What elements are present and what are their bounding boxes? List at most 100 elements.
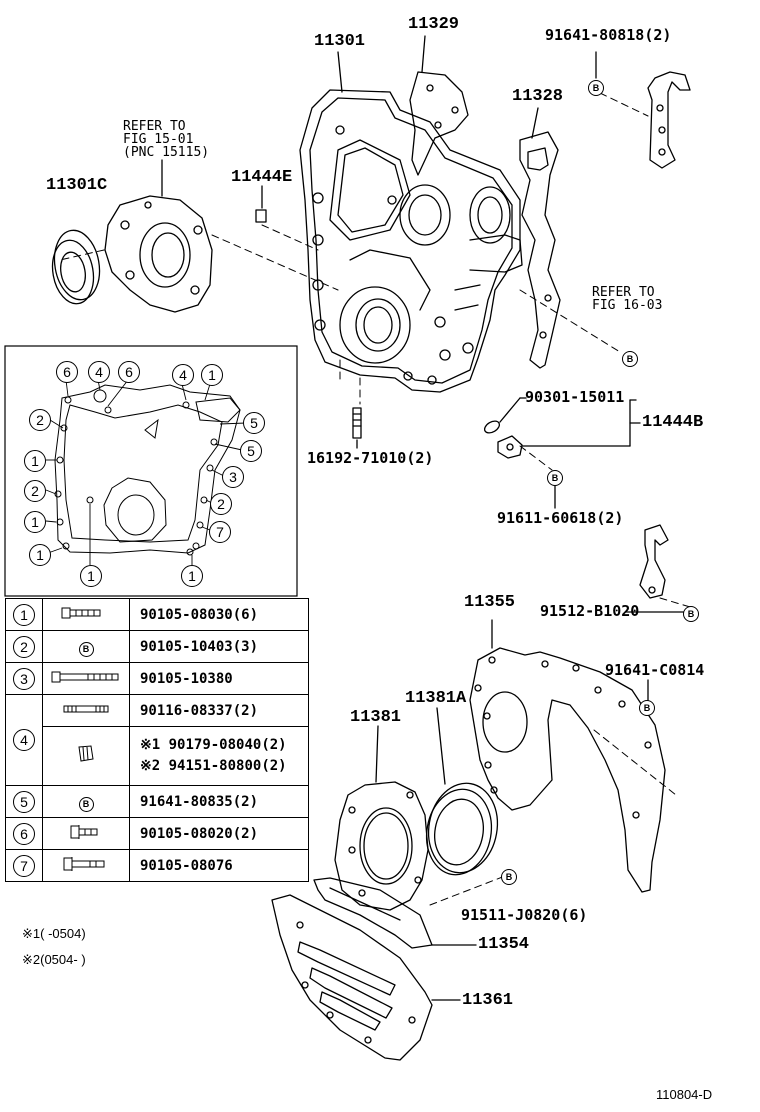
legend-num-circle: 3 [13, 667, 35, 690]
refer-line: FIG 16-03 [592, 298, 663, 313]
legend-icon-cell [42, 598, 130, 631]
legend-num: 7 [5, 849, 43, 882]
label-11444e: 11444E [231, 168, 293, 187]
oil-pan-baffle-11354 [313, 877, 433, 949]
table-row: ※1 90179-08040(2) ※2 94151-80800(2) [6, 726, 309, 786]
timing-cover-11301 [299, 89, 523, 393]
inset-marker-1a: 1 [201, 364, 223, 386]
fastener-legend-table: 1 90105-08030(6) 2 B 90105-10403(3) 3 90… [5, 598, 309, 882]
legend-num: 6 [5, 817, 43, 850]
inset-marker-1d: 1 [29, 544, 51, 566]
table-row: 7 90105-08076 [5, 849, 309, 882]
legend-icon-cell: B [42, 630, 130, 663]
figure-id: 110804-D [656, 1087, 713, 1102]
label-16192: 16192-71010(2) [307, 449, 434, 467]
stud-16192 [352, 407, 362, 439]
legend-variant-2: ※2 94151-80800(2) [140, 756, 308, 777]
legend-num-circle: 6 [13, 822, 35, 845]
legend-part: 90105-08076 [129, 849, 309, 882]
footnote-2: ※2(0504- ) [22, 952, 86, 967]
inset-marker-1e: 1 [80, 565, 102, 587]
legend-icon-cell: B [42, 785, 130, 818]
seal-retainer-11381 [334, 781, 429, 911]
bracket-91512 [639, 524, 669, 599]
plug-11444e [255, 209, 267, 223]
inset-diagram [4, 345, 298, 597]
label-11354: 11354 [478, 935, 530, 954]
label-90301: 90301-15011 [525, 388, 625, 406]
oil-seal-11381a [425, 782, 499, 876]
bolt-short-icon [61, 607, 101, 619]
legend-icon-cell [42, 694, 130, 727]
sensor-11444b [497, 435, 523, 459]
inset-marker-2c: 2 [210, 493, 232, 515]
stud-icon [63, 705, 109, 713]
nut-icon [78, 745, 94, 762]
inset-marker-6b: 6 [118, 361, 140, 383]
legend-num: 5 [5, 785, 43, 818]
label-91641-c0814: 91641-C0814 [605, 661, 705, 679]
legend-num-circle: 2 [13, 635, 35, 658]
flange-bolt-icon [70, 824, 98, 839]
label-11328: 11328 [512, 87, 564, 106]
legend-icon-cell [42, 726, 130, 786]
label-11301: 11301 [314, 32, 366, 51]
bracket-91641-80818 [647, 71, 691, 169]
b-marker-4: B [683, 606, 699, 622]
legend-part: 90105-10380 [129, 662, 309, 695]
table-row: 2 B 90105-10403(3) [5, 630, 309, 663]
gasket-90301 [483, 420, 501, 434]
refer-line: FIG 15-01 [123, 132, 194, 147]
legend-part: 94151-80800(2) [168, 758, 287, 774]
inset-marker-4b: 4 [172, 364, 194, 386]
inset-marker-2a: 2 [29, 409, 51, 431]
refer-line: REFER TO [123, 119, 186, 134]
label-91511: 91511-J0820(6) [461, 906, 588, 924]
legend-part: 90105-08030(6) [129, 598, 309, 631]
legend-num-circle: 5 [13, 790, 35, 813]
bolt-long2-icon [63, 856, 105, 871]
refer-note-16-03: REFER TO FIG 16-03 [592, 286, 662, 312]
inset-marker-1f: 1 [181, 565, 203, 587]
refer-line: REFER TO [592, 285, 655, 300]
end-plate-11355 [469, 647, 666, 893]
label-11355: 11355 [464, 593, 516, 612]
refer-note-15-01: REFER TO FIG 15-01 (PNC 15115) [123, 120, 209, 159]
label-91611: 91611-60618(2) [497, 509, 624, 527]
b-marker-1: B [588, 80, 604, 96]
assembly-dash-lines [59, 92, 691, 906]
variant-prefix: ※2 [140, 758, 161, 774]
gasket-11328 [519, 131, 561, 369]
label-11381a: 11381A [405, 689, 467, 708]
label-91512: 91512-B1020 [540, 602, 640, 620]
legend-part: 90179-08040(2) [168, 737, 287, 753]
legend-num-circle: 4 [13, 729, 35, 751]
inset-marker-3: 3 [222, 466, 244, 488]
oil-seal-11301c [51, 229, 101, 305]
legend-part: 90105-08020(2) [129, 817, 309, 850]
table-row: 1 90105-08030(6) [5, 598, 309, 631]
footnote-1: ※1( -0504) [22, 926, 86, 941]
legend-icon-cell [42, 662, 130, 695]
plate-11361 [271, 894, 433, 1061]
legend-num: 2 [5, 630, 43, 663]
legend-icon-cell [42, 849, 130, 882]
inset-marker-2b: 2 [24, 480, 46, 502]
label-11444b: 11444B [642, 413, 704, 432]
inset-marker-1c: 1 [24, 511, 46, 533]
b-marker-3: B [547, 470, 563, 486]
legend-num: 1 [5, 598, 43, 631]
leader-11301 [337, 51, 343, 93]
variant-prefix: ※1 [140, 737, 161, 753]
inset-marker-1b: 1 [24, 450, 46, 472]
bolt-long-icon [51, 671, 119, 683]
table-row: 3 90105-10380 [5, 662, 309, 695]
gasket-11329 [409, 71, 469, 176]
b-marker-2: B [622, 351, 638, 367]
table-row: 4 90116-08337(2) [5, 694, 309, 786]
b-marker-6: B [501, 869, 517, 885]
inset-marker-4a: 4 [88, 361, 110, 383]
legend-num-circle: 1 [13, 603, 35, 626]
table-row: 5 B 91641-80835(2) [5, 785, 309, 818]
